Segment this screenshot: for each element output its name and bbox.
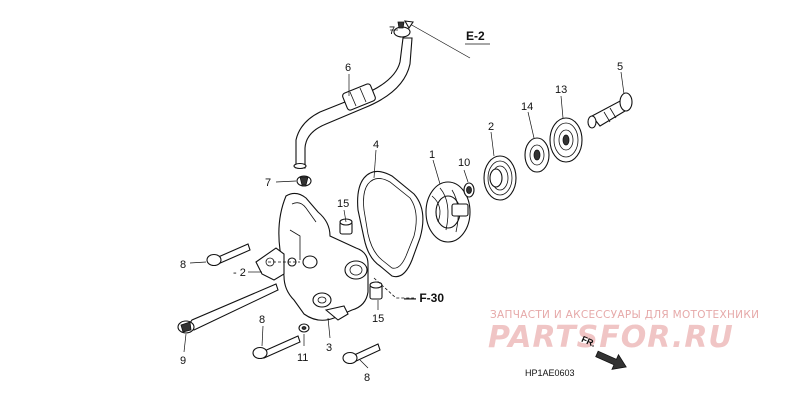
diagram-code: HP1AE0603	[525, 368, 575, 378]
callout-5: 5	[617, 61, 623, 73]
callout-8-upper: 8	[180, 259, 186, 271]
callout-8-middle: 8	[259, 314, 265, 326]
callout-3: 3	[326, 342, 332, 354]
callout-13: 13	[555, 84, 567, 96]
watermark: ЗАПЧАСТИ И АКСЕССУАРЫ ДЛЯ МОТОТЕХНИКИ PA…	[488, 309, 759, 355]
callout-6: 6	[345, 62, 351, 74]
flange-bolt-lower	[342, 343, 381, 365]
callout-7-top: 7	[389, 25, 395, 37]
callout-10: 10	[458, 157, 470, 169]
pump-shaft	[587, 92, 633, 129]
callout-14: 14	[521, 101, 533, 113]
ball-bearing	[549, 117, 583, 163]
dowel-pin-lower	[369, 281, 383, 300]
callout-7-lower: 7	[265, 177, 271, 189]
callout-1: 1	[429, 149, 435, 161]
callout-2-seal: 2	[488, 121, 494, 133]
hose-sleeve	[342, 83, 376, 111]
flange-bolt-upper	[206, 243, 251, 267]
cover-outlet-port	[344, 260, 368, 280]
watermark-caption: ЗАПЧАСТИ И АКСЕССУАРЫ ДЛЯ МОТОТЕХНИКИ	[490, 309, 759, 321]
hose-clamp-lower	[296, 175, 312, 187]
mechanical-seal	[483, 155, 517, 201]
pump-cover	[278, 192, 369, 321]
flange-bolt-middle	[252, 335, 301, 360]
oil-seal	[524, 137, 550, 173]
callout-4: 4	[373, 139, 379, 151]
long-flange-bolt	[177, 283, 279, 334]
washer	[463, 182, 475, 198]
callout-9: 9	[180, 355, 186, 367]
water-hose	[293, 37, 413, 170]
callout-15-upper: 15	[337, 198, 349, 210]
stay-bracket	[255, 247, 285, 281]
ref-f30: — F-30	[404, 291, 444, 305]
ref-e2: E-2	[466, 29, 485, 43]
hose-clamp-top	[393, 21, 411, 38]
watermark-logo: PARTSFOR.RU	[488, 320, 734, 355]
callout-15-lower: 15	[372, 313, 384, 325]
callout-2-bracket: - 2	[233, 267, 246, 279]
impeller	[425, 181, 471, 243]
callout-8-lower: 8	[364, 372, 370, 384]
callout-11: 11	[297, 352, 308, 364]
